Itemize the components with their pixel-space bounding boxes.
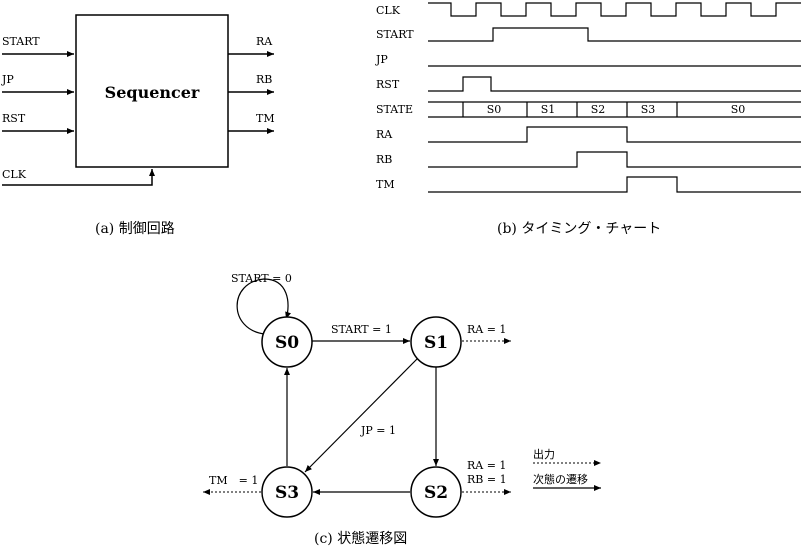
ra-output-label: RA [256,35,273,48]
block-diagram: Sequencer START JP RST CLK RA RB TM (a) … [1,14,275,237]
rb-waveform [428,151,801,168]
state-s1-label: S1 [424,333,448,353]
state-s1-node [410,316,462,368]
timing-chart: CLK START JP RST STATE RA RB TM S0 S1 S2… [375,2,801,237]
clk-signal-label: CLK [376,4,401,17]
tm-waveform [428,176,801,193]
legend-transition-label: 次態の遷移 [533,472,588,486]
state-s0-node [261,316,313,368]
sequencer-box [75,14,229,168]
caption-b: (b) タイミング・チャート [497,221,661,237]
state-s3-label: S3 [275,483,299,503]
start-signal-label: START [376,28,414,41]
ra-waveform [428,126,801,143]
s2-output-label-rb: RB = 1 [467,473,507,486]
state-s2-label: S2 [424,483,448,503]
start-input-label: START [2,35,40,48]
s0-to-s1-label: START = 1 [331,323,392,336]
state-s2-node [410,466,462,518]
rb-output-label: RB [256,73,272,86]
rst-input-label: RST [2,112,26,125]
state-s2-label: S2 [591,103,606,116]
sequencer-title: Sequencer [105,83,200,102]
rst-signal-label: RST [376,78,400,91]
rb-signal-label: RB [376,153,392,166]
s1-to-s3-arrow [304,358,418,473]
tm-signal-label: TM [376,178,395,191]
jp-input-label: JP [1,73,14,86]
rst-waveform [428,76,801,92]
state-diagram: START = 0 START = 1 JP = 1 RA = 1 RA = 1… [203,272,601,547]
state-s0-label: S0 [275,333,299,353]
s1-to-s3-label: JP = 1 [360,424,396,437]
s3-output-label: TM = 1 [209,474,258,487]
clk-input-arrow [2,169,155,186]
legend-output-label: 出力 [533,447,555,461]
state-s0-end-label: S0 [731,103,746,116]
state-s0-label: S0 [487,103,502,116]
state-s3-node [261,466,313,518]
state-signal-label: STATE [376,103,413,116]
s1-output-label: RA = 1 [467,323,506,336]
ra-signal-label: RA [376,128,393,141]
state-s1-label: S1 [541,103,556,116]
jp-signal-label: JP [375,53,388,66]
clk-waveform [428,2,801,17]
self-loop-arrow [236,278,291,335]
tm-output-label: TM [256,112,275,125]
s2-output-label-ra: RA = 1 [467,459,506,472]
start-waveform [428,27,801,42]
caption-c: (c) 状態遷移図 [314,531,407,547]
clk-input-label: CLK [2,168,27,181]
self-loop-label: START = 0 [231,272,292,285]
state-s3-label: S3 [641,103,656,116]
caption-a: (a) 制御回路 [95,221,175,237]
